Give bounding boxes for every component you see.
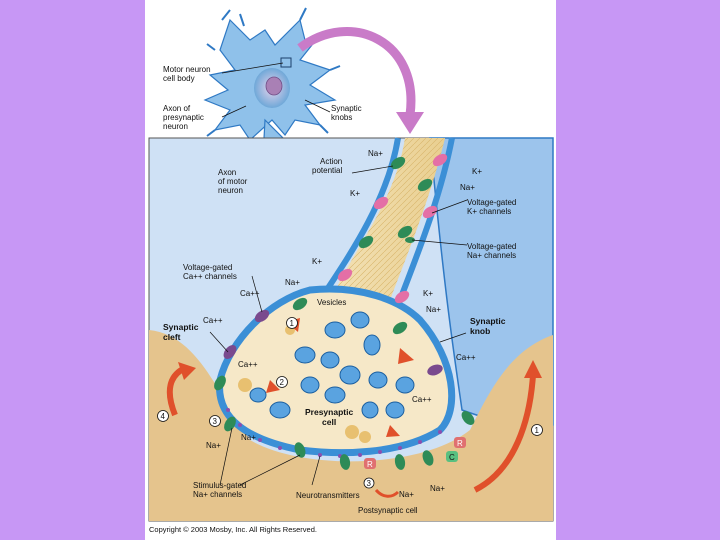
label-ca-4: Ca++ (456, 353, 476, 362)
label-ca-3: Ca++ (238, 360, 258, 369)
label-vg-na-channels: Voltage-gated Na+ channels (467, 242, 519, 260)
copyright-notice: Copyright © 2003 Mosby, Inc. All Rights … (149, 525, 317, 534)
label-postsynaptic-cell: Postsynaptic cell (358, 506, 418, 515)
label-na-right: Na+ (460, 183, 475, 192)
label-action-potential: Action potential (312, 157, 344, 175)
label-k-right: K+ (472, 167, 482, 176)
label-k-mid2: K+ (423, 289, 433, 298)
magnify-arrowhead (396, 112, 424, 134)
step-3-marker: 3 (213, 417, 218, 426)
label-k-mid: K+ (312, 257, 322, 266)
magnified-panel (148, 137, 554, 522)
leader-lines (209, 62, 468, 486)
receptor-r-2: R (457, 439, 463, 448)
label-vg-k-channels: Voltage-gated K+ channels (467, 198, 519, 216)
step-2-marker: 2 (280, 378, 285, 387)
label-vesicles: Vesicles (317, 298, 346, 307)
label-presynaptic-cell: Presynaptic cell (305, 407, 356, 427)
label-na-low-mid: Na+ (241, 433, 256, 442)
label-na-top: Na+ (368, 149, 383, 158)
ion-channels (214, 153, 475, 470)
label-na-bottom: Na+ (399, 490, 414, 499)
step-markers: 1 2 3 4 1 3 (157, 317, 543, 489)
label-ca-1: Ca++ (240, 289, 260, 298)
label-axon-motor: Axon of motor neuron (218, 168, 250, 195)
labels: Motor neuron cell body Axon of presynapt… (163, 65, 519, 515)
step-4-marker: 4 (161, 412, 166, 421)
label-na-bottom-right: Na+ (430, 484, 445, 493)
label-axon-presynaptic: Axon of presynaptic neuron (163, 104, 206, 131)
vesicles (238, 311, 415, 443)
label-synaptic-knobs: Synaptic knobs (331, 104, 364, 122)
step-1-marker: 1 (290, 319, 295, 328)
label-synaptic-cleft: Synaptic cleft (163, 322, 201, 342)
label-neurotransmitters: Neurotransmitters (296, 491, 360, 500)
receptor-r-1: R (367, 460, 373, 469)
step-1b-marker: 1 (535, 426, 540, 435)
label-synaptic-knob: Synaptic knob (470, 316, 508, 336)
receptors (364, 437, 466, 469)
label-na-mid: Na+ (285, 278, 300, 287)
magnify-arrow (297, 27, 416, 116)
label-ca-5: Ca++ (412, 395, 432, 404)
label-motor-neuron-body: Motor neuron cell body (163, 65, 213, 83)
label-stimulus-gated: Stimulus-gated Na+ channels (193, 481, 249, 499)
label-na-low-left: Na+ (206, 441, 221, 450)
label-vg-ca-channels: Voltage-gated Ca++ channels (183, 263, 237, 281)
label-k-top: K+ (350, 189, 360, 198)
receptor-c: C (449, 453, 455, 462)
label-na-mid2: Na+ (426, 305, 441, 314)
step-3b-marker: 3 (367, 479, 372, 488)
label-ca-2: Ca++ (203, 316, 223, 325)
